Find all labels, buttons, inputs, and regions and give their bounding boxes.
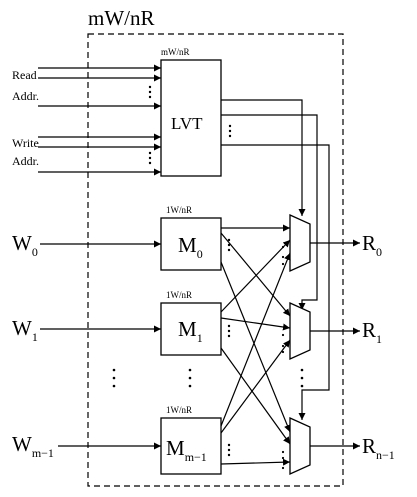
bank-1-ports: 1W/nR (166, 290, 192, 300)
bank-1-block (160, 302, 222, 356)
bank-m-1-dots (227, 443, 231, 457)
mux-n-1 (289, 416, 311, 476)
write-port-0-label: W0 (12, 231, 38, 259)
write-addr-lines (38, 133, 161, 176)
read-port-0-label: R0 (362, 231, 382, 259)
bank-0-dots (227, 238, 231, 252)
lvt-ports-label: mW/nR (161, 47, 190, 57)
crossbar-lines (220, 224, 291, 470)
outer-dashed-boundary (87, 33, 344, 487)
read-addr-lines (38, 64, 161, 110)
read-port-1-label: R1 (362, 318, 382, 346)
write-port-1-label: W1 (12, 316, 38, 344)
bank-m-1-label: Mm−1 (166, 436, 207, 464)
mux-0 (289, 213, 311, 273)
svg-text:Write: Write (12, 136, 39, 150)
bank-ellipsis (112, 368, 304, 388)
read-port-n-1-label: Rn−1 (362, 434, 395, 462)
mux-1 (289, 301, 311, 361)
lvt-label: LVT (171, 114, 203, 133)
bank-1-dots (227, 324, 231, 338)
bank-0-block (160, 217, 222, 271)
bank-0-ports: 1W/nR (166, 205, 192, 215)
lvt-output-lines (221, 99, 330, 420)
bank-m-1-ports: 1W/nR (166, 405, 192, 415)
write-addr-label: Write Addr. (12, 136, 39, 168)
bank-0-label: M0 (178, 233, 203, 261)
read-addr-label: Read Addr. (12, 68, 39, 103)
svg-text:Addr.: Addr. (12, 89, 39, 103)
bank-1-label: M1 (178, 317, 203, 345)
svg-text:Read: Read (12, 68, 37, 82)
svg-text:Addr.: Addr. (12, 154, 39, 168)
write-port-m-1-label: Wm−1 (12, 432, 54, 460)
outer-label: mW/nR (88, 6, 155, 30)
lvt-block (160, 59, 222, 177)
